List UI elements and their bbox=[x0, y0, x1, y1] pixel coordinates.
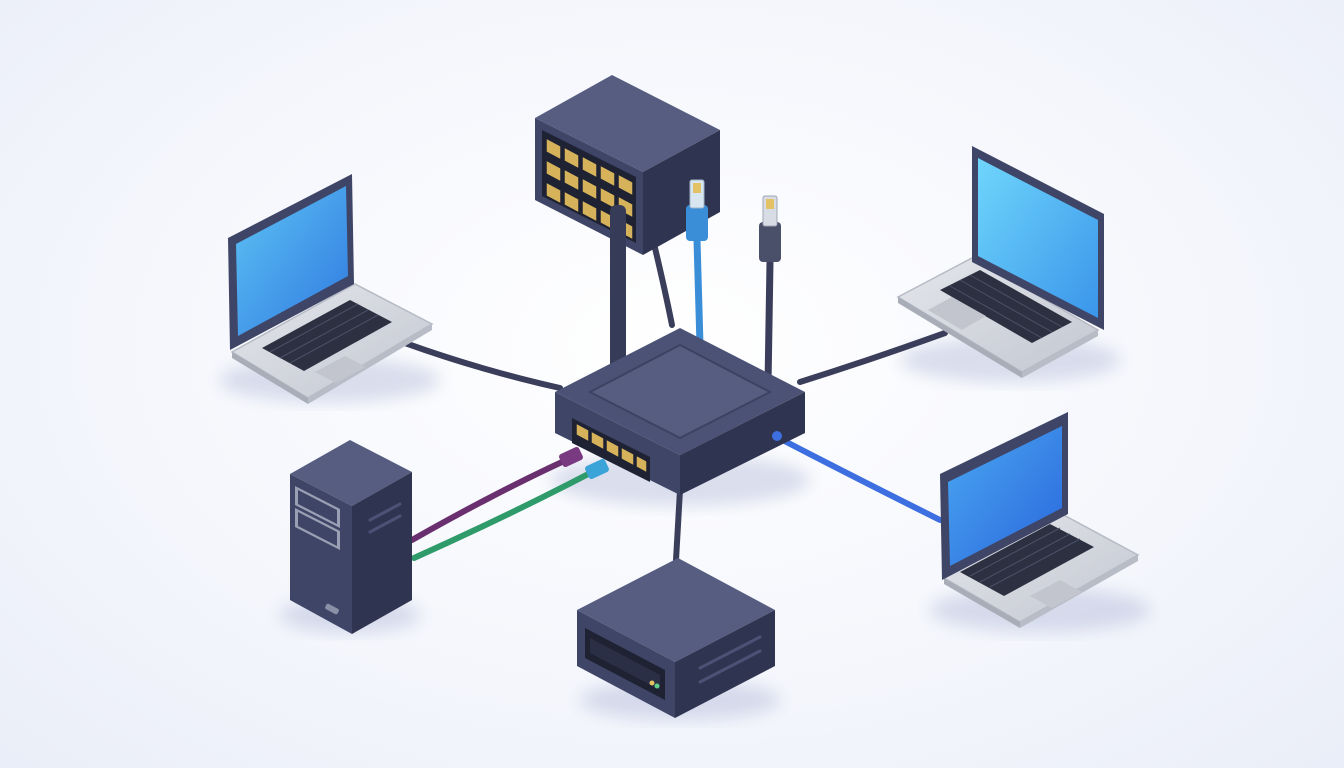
laptop-top-left-screen bbox=[236, 186, 348, 336]
cable-router-nas bbox=[673, 487, 683, 563]
cable-router-laptop-top-right bbox=[797, 330, 948, 385]
router-ports bbox=[572, 418, 650, 482]
cable-router-laptop-bottom-right bbox=[772, 433, 943, 523]
nas-box bbox=[577, 558, 775, 718]
laptop-bottom-right-screen bbox=[948, 426, 1062, 566]
cable-loose-gray bbox=[764, 258, 774, 389]
cable-router-tower-purple bbox=[409, 453, 578, 543]
router-antenna bbox=[610, 205, 626, 370]
connector-gray bbox=[759, 195, 781, 262]
tower-server bbox=[290, 440, 412, 634]
laptop-top-right-screen bbox=[978, 158, 1098, 318]
cable-router-laptop-top-left bbox=[402, 340, 563, 391]
router bbox=[555, 205, 805, 495]
tower-drive-bays bbox=[295, 486, 340, 550]
cable-router-patch-panel bbox=[652, 245, 675, 328]
laptop-top-right bbox=[896, 146, 1104, 378]
cable-router-tower-green bbox=[411, 467, 599, 561]
laptop-top-left bbox=[228, 174, 434, 404]
cable-loose-blue bbox=[693, 236, 704, 349]
cables bbox=[402, 236, 948, 563]
connector-blue bbox=[686, 179, 708, 241]
laptop-bottom-right bbox=[940, 412, 1140, 628]
